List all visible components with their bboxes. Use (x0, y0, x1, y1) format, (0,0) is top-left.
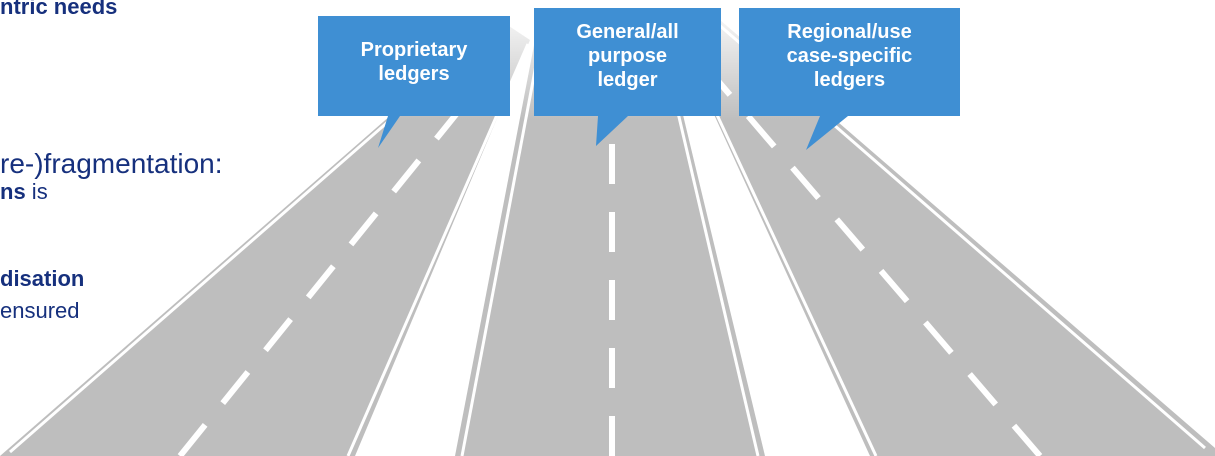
callout-general-box (534, 8, 721, 146)
callout-general-line3: ledger (597, 69, 658, 91)
callout-proprietary-line2: ledgers (378, 63, 450, 85)
callout-proprietary-box (318, 16, 510, 148)
callout-general-line2: purpose (588, 45, 667, 67)
left-lane-divider (177, 58, 503, 456)
callout-proprietary-line1: Proprietary (360, 39, 468, 61)
callout-proprietary-label: Proprietary ledgers (318, 38, 510, 86)
right-road (680, 20, 1215, 456)
callout-general-label: General/all purpose ledger (534, 20, 721, 92)
text-fragment-line4: disation (0, 266, 85, 291)
text-fragment-line3-bold: ns (0, 179, 26, 204)
lane-dividers (177, 58, 1043, 456)
text-fragment-line5: ensured (0, 298, 80, 323)
callout-regional-label: Regional/use case-specific ledgers (739, 20, 960, 92)
text-fragment-line1: ntric needs (0, 0, 118, 19)
callout-regional-line3: ledgers (813, 69, 886, 91)
callout-regional-line2: case-specific (786, 45, 913, 67)
left-road (0, 20, 530, 456)
callout-regional-line1: Regional/use (787, 21, 912, 43)
text-fragment-line2: re-)fragmentation: (0, 148, 223, 179)
text-fragment-line3: ns is (0, 181, 48, 203)
callout-regional-box (739, 8, 960, 150)
text-fragment-line3-rest: is (25, 179, 48, 204)
callout-general-line1: General/all (576, 21, 679, 43)
right-lane-divider (697, 58, 1043, 456)
